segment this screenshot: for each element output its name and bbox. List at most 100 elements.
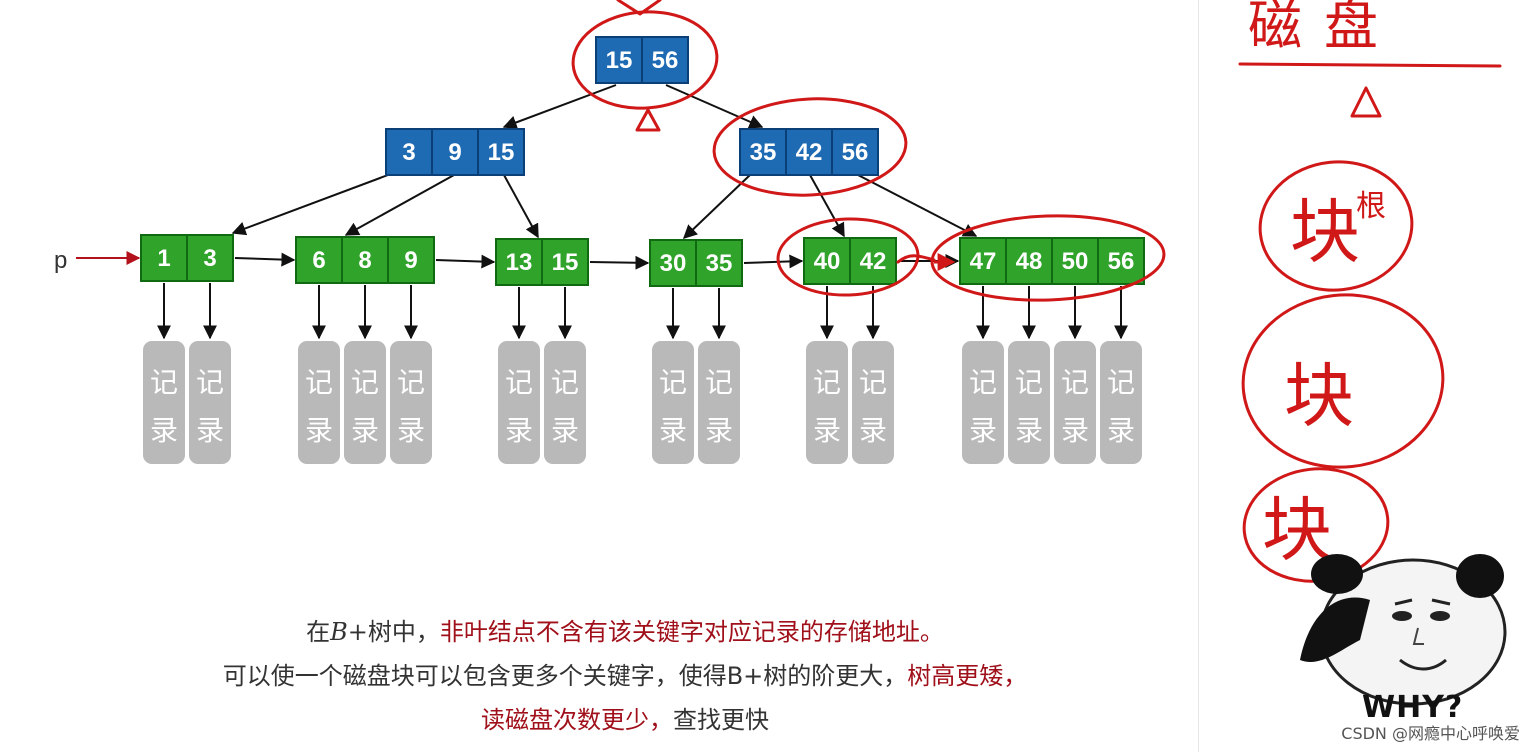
ink-heading-underline — [1238, 62, 1502, 68]
ink-block-2: 块 — [1284, 355, 1354, 437]
record-block-shape — [1054, 341, 1096, 464]
record-text-bottom: 录 — [859, 414, 887, 447]
record-text-top: 记 — [659, 366, 687, 399]
leaf-node-3-key: 15 — [552, 249, 579, 276]
csdn-watermark: CSDN @网瘾中心呼唤爱 — [1341, 724, 1520, 743]
record-block: 记录 — [806, 341, 848, 464]
record-text-bottom: 录 — [1015, 414, 1043, 447]
caption-line-2-red: 树高更矮， — [907, 662, 1028, 690]
record-block: 记录 — [1008, 341, 1050, 464]
meme-ear-left — [1311, 554, 1363, 594]
internal-node-1-key: 3 — [402, 139, 415, 166]
ink-arrow-leaf5-to-leaf6 — [896, 254, 936, 264]
record-text-bottom: 录 — [969, 414, 997, 447]
record-text-bottom: 录 — [196, 414, 224, 447]
leaf-node-1-key: 1 — [157, 245, 170, 272]
ink-block-1: 块 — [1290, 191, 1360, 273]
internal-node-2-box — [739, 128, 879, 176]
internal-node-2-key: 56 — [842, 139, 869, 166]
caption-line-2-normal: 可以使一个磁盘块可以包含更多个关键字，使得B+树的阶更大， — [222, 662, 908, 690]
record-block-shape — [344, 341, 386, 464]
meme-nose — [1412, 627, 1424, 645]
record-text-top: 记 — [397, 366, 425, 399]
record-text-bottom: 录 — [150, 414, 178, 447]
meme-eye-right — [1430, 611, 1450, 621]
record-text-top: 记 — [969, 366, 997, 399]
caption-line-2: 可以使一个磁盘块可以包含更多个关键字，使得B+树的阶更大，树高更矮， — [0, 656, 1250, 691]
internal-node-2-key: 35 — [750, 139, 777, 166]
pointer-label: p — [54, 247, 67, 274]
record-block: 记录 — [1100, 341, 1142, 464]
record-block: 记录 — [344, 341, 386, 464]
leaf-node-6-key: 56 — [1108, 248, 1135, 275]
record-text-top: 记 — [1107, 366, 1135, 399]
record-block: 记录 — [390, 341, 432, 464]
ink-circle-block-1 — [1258, 160, 1414, 292]
edge-internal-2-to-leaf-6 — [857, 174, 978, 237]
record-text-top: 记 — [305, 366, 333, 399]
ink-circle-block-2 — [1241, 293, 1445, 469]
caption-line-1: 在B+树中，非叶结点不含有该关键字对应记录的存储地址。 — [0, 612, 1250, 647]
meme-why-label: WHY? — [1362, 690, 1464, 725]
meme-eye-left — [1392, 611, 1412, 621]
internal-node-1-key: 15 — [488, 139, 515, 166]
ink-triangle-right — [1350, 86, 1382, 118]
record-block-shape — [544, 341, 586, 464]
internal-node-2-key: 42 — [796, 139, 823, 166]
leaf-node-2-key: 8 — [358, 247, 371, 274]
record-text-bottom: 录 — [305, 414, 333, 447]
edge-internal-2-to-leaf-4 — [682, 174, 751, 239]
record-block-shape — [1100, 341, 1142, 464]
record-block: 记录 — [698, 341, 740, 464]
record-block: 记录 — [852, 341, 894, 464]
edge-leaf-chain-4 — [743, 254, 804, 269]
caption-line-3-normal: 查找更快 — [673, 706, 769, 734]
edge-internal-1-to-leaf-3 — [503, 174, 539, 239]
record-block-shape — [1008, 341, 1050, 464]
record-text-top: 记 — [1061, 366, 1089, 399]
edge-leaf-chain-1 — [234, 252, 296, 267]
record-text-bottom: 录 — [705, 414, 733, 447]
record-block: 记录 — [652, 341, 694, 464]
meme-mouth — [1399, 658, 1447, 671]
edge-internal-2-to-leaf-5 — [809, 174, 845, 238]
record-text-top: 记 — [196, 366, 224, 399]
leaf-node-6-key: 48 — [1016, 248, 1043, 275]
edge-internal-1-to-leaf-1 — [231, 174, 389, 236]
caption-line-1-red: 非叶结点不含有该关键字对应记录的存储地址。 — [439, 618, 944, 646]
record-block: 记录 — [189, 341, 231, 464]
record-block: 记录 — [962, 341, 1004, 464]
edge-leaf-chain-3 — [589, 255, 650, 270]
record-text-top: 记 — [705, 366, 733, 399]
meme-eyebrows — [1394, 598, 1451, 606]
ink-block-3: 块 — [1262, 489, 1332, 571]
ink-heading-disk: 磁盘 — [1248, 0, 1400, 57]
record-text-top: 记 — [551, 366, 579, 399]
record-text-top: 记 — [505, 366, 533, 399]
root-node-key: 15 — [606, 47, 633, 74]
leaf-node-2-key: 6 — [312, 247, 325, 274]
record-block-shape — [698, 341, 740, 464]
record-block-shape — [189, 341, 231, 464]
caption-line-3-red: 读磁盘次数更少， — [481, 706, 673, 734]
leaf-node-5-key: 42 — [860, 248, 887, 275]
edge-leaf-chain-2 — [435, 254, 496, 269]
record-text-top: 记 — [813, 366, 841, 399]
record-text-bottom: 录 — [351, 414, 379, 447]
record-block-shape — [498, 341, 540, 464]
tree-edges: p — [54, 84, 1128, 340]
caption-line-1-bplus: B+ — [330, 618, 368, 646]
record-block: 记录 — [143, 341, 185, 464]
meme-arm — [1300, 597, 1370, 662]
ink-arrow-into-root — [616, 0, 662, 16]
record-text-top: 记 — [351, 366, 379, 399]
root-node-key: 56 — [652, 47, 679, 74]
record-block-shape — [852, 341, 894, 464]
